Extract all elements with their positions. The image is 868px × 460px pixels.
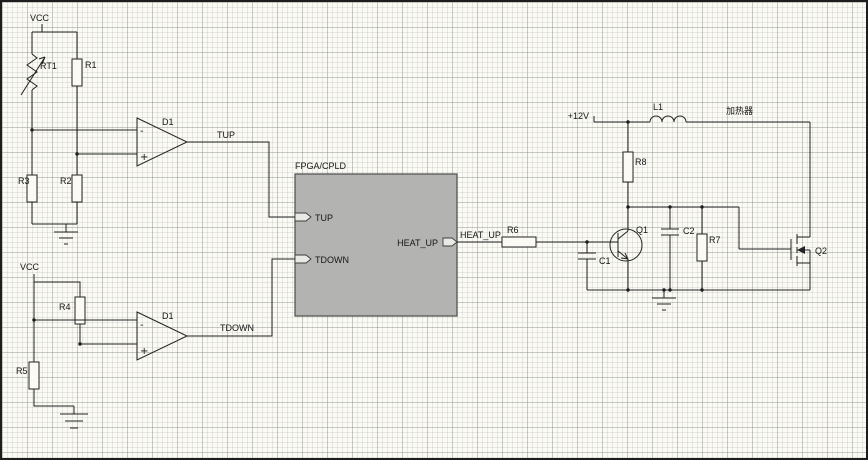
plus-input-label: + [140, 152, 148, 163]
fpga-block: FPGA/CPLD TUP TDOWN HEAT_UP [294, 161, 458, 317]
tup-input-port-icon [294, 212, 312, 222]
r6-label: R6 [507, 225, 519, 235]
ground-symbol-bottom-left [60, 413, 88, 429]
r8-label: R8 [635, 157, 647, 167]
d1-bottom-ref-label: D1 [162, 311, 174, 321]
capacitor-c2: C2 [661, 207, 695, 290]
comparator-d1-top: - + D1 [136, 117, 189, 167]
q2-label: Q2 [815, 246, 827, 256]
transistor-q1: Q1 [609, 207, 648, 290]
rt1-label: RT1 [40, 61, 57, 71]
resistor-r6: R6 [501, 225, 618, 248]
tdown-net-label: TDOWN [220, 323, 254, 333]
vcc-rail-top: VCC [30, 13, 78, 59]
plus12v-label: +12V [568, 111, 589, 121]
r7-label: R7 [709, 235, 721, 245]
ground-symbol-top-left [32, 223, 78, 245]
wires-comparator-bottom-inputs [32, 318, 137, 346]
net-heat-up: HEAT_UP [457, 230, 502, 243]
ground-rail-right [587, 288, 810, 311]
inductor-l1: L1 [649, 102, 687, 123]
c2-label: C2 [683, 226, 695, 236]
r4-label: R4 [59, 302, 71, 312]
fpga-pin-tup-label: TUP [315, 213, 333, 223]
fpga-pin-tdown-label: TDOWN [315, 255, 349, 265]
heater-label: 加热器 [726, 105, 753, 116]
ground-symbol-right [652, 290, 676, 311]
r3-label: R3 [18, 176, 30, 186]
heat-up-output-port-icon [442, 237, 458, 247]
minus-input-label: - [140, 126, 144, 137]
comparator-d1-bottom: - + D1 [136, 311, 189, 361]
minus-input-label: - [140, 320, 144, 331]
net-tdown: TDOWN [187, 258, 295, 337]
capacitor-c1: C1 [578, 240, 611, 290]
vcc-bottom-label: VCC [20, 262, 40, 272]
net-tup: TUP [187, 130, 295, 218]
gate-drive-wires [626, 205, 791, 250]
r2-label: R2 [60, 176, 72, 186]
d1-top-ref-label: D1 [162, 117, 174, 127]
resistor-r8: R8 [622, 122, 647, 207]
wires-comparator-top-inputs [30, 128, 137, 156]
fpga-title-label: FPGA/CPLD [295, 161, 347, 171]
vcc-top-label: VCC [30, 13, 50, 23]
mosfet-q2: Q2 [790, 122, 827, 290]
tdown-input-port-icon [294, 254, 312, 264]
resistor-r3: R3 [18, 130, 38, 224]
q1-label: Q1 [636, 225, 648, 235]
vcc-rail-bottom: VCC [20, 262, 81, 362]
thermistor-rt1: RT1 [20, 53, 57, 130]
l1-label: L1 [653, 102, 663, 112]
resistor-r5: R5 [16, 361, 75, 414]
resistor-r2: R2 [60, 154, 83, 224]
tup-net-label: TUP [217, 130, 235, 140]
power-rail-12v: +12V [568, 111, 810, 124]
c1-label: C1 [599, 256, 611, 266]
heater-load-label: 加热器 [726, 105, 753, 116]
r1-label: R1 [85, 60, 97, 70]
fpga-pin-heat-up-label: HEAT_UP [397, 238, 438, 248]
heat-up-net-label: HEAT_UP [460, 230, 501, 240]
resistor-r4: R4 [59, 296, 86, 344]
resistor-r1: R1 [71, 58, 97, 154]
resistor-r7: R7 [696, 207, 721, 290]
r5-label: R5 [16, 366, 28, 376]
plus-input-label: + [140, 346, 148, 357]
